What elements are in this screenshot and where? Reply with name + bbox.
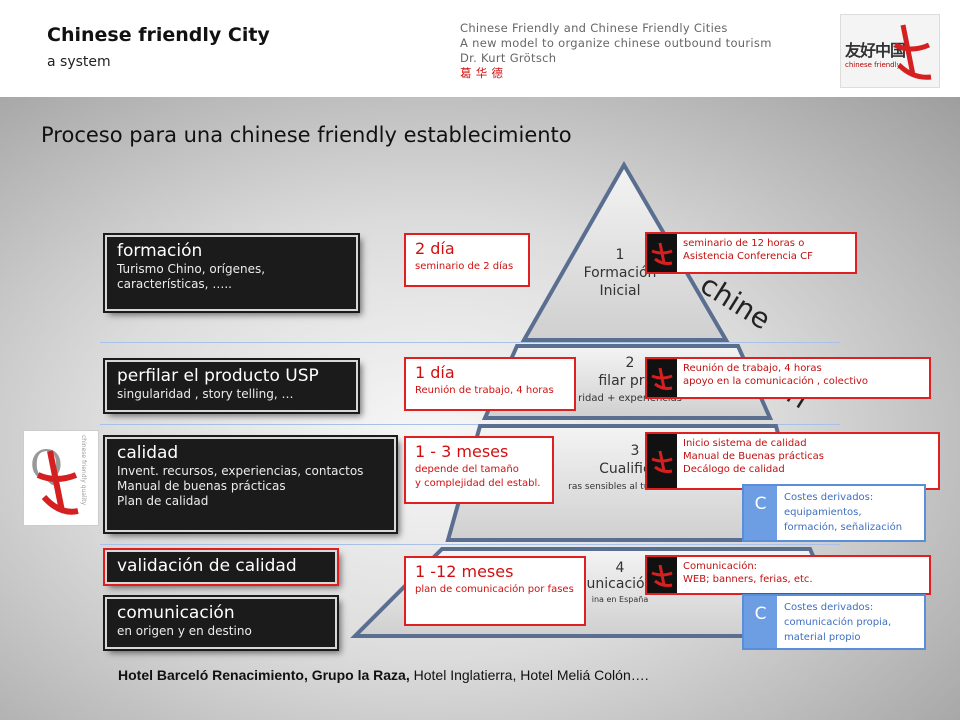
detail-text: Reunión de trabajo, 4 horas apoyo en la … [683, 362, 868, 388]
cost-letter-block: C [744, 596, 777, 648]
stage-desc: Turismo Chino, orígenes, características… [117, 262, 266, 291]
pyramid-text: unicación [586, 576, 654, 592]
stage-desc-line: Invent. recursos, experiencias, contacto… [117, 464, 364, 478]
detail-line: Reunión de trabajo, 4 horas [683, 363, 822, 374]
pyramid-text: ina en España [591, 595, 649, 604]
cost-line: comunicación propia, [784, 617, 892, 628]
chinese-friendly-icon [647, 234, 677, 272]
chinese-friendly-icon [647, 434, 677, 488]
quality-logo: Q chinese friendly quality [23, 430, 99, 526]
cost-line: Costes derivados: [784, 492, 874, 503]
pyramid-number: 3 [630, 443, 640, 459]
cost-box: C Costes derivados: equipamientos, forma… [742, 484, 926, 542]
stage-title: calidad [117, 443, 179, 463]
detail-text: seminario de 12 horas o Asistencia Confe… [683, 237, 813, 263]
cost-line: Costes derivados: [784, 602, 874, 613]
detail-line: Decálogo de calidad [683, 464, 785, 475]
pyramid-label-1: 1 Formación Inicial [560, 246, 680, 300]
detail-line: seminario de 12 horas o [683, 238, 805, 249]
detail-calidad: Inicio sistema de calidad Manual de Buen… [645, 432, 940, 490]
duration-value: 1 - 3 meses [415, 442, 509, 461]
stage-desc: en origen y en destino [117, 624, 252, 638]
duration-value: 2 día [415, 239, 455, 258]
detail-line: apoyo en la comunicación , colectivo [683, 376, 869, 387]
stage-comunicacion: comunicación en origen y en destino [105, 597, 337, 649]
pyramid-number: 4 [615, 560, 625, 576]
detail-line: WEB; banners, ferias, etc. [683, 574, 813, 585]
pyramid-text: Formación [583, 265, 657, 281]
duration-comunicacion: 1 -12 meses plan de comunicación por fas… [404, 556, 586, 626]
cost-letter: C [754, 604, 767, 624]
stage-desc-line: Manual de buenas prácticas [117, 479, 286, 493]
cost-letter: C [754, 494, 767, 514]
page-title: Proceso para una chinese friendly establ… [41, 123, 572, 147]
hotels-bold: Hotel Barceló Renacimiento, Grupo la Raz… [118, 667, 410, 683]
detail-formacion: seminario de 12 horas o Asistencia Confe… [645, 232, 857, 274]
divider [100, 544, 840, 545]
stage-desc-line: Plan de calidad [117, 494, 209, 508]
header-line: Chinese Friendly and Chinese Friendly Ci… [460, 21, 728, 35]
quality-mark-icon [36, 450, 79, 515]
header-chinese-name: 葛 华 德 [460, 66, 504, 80]
stage-calidad: calidad Invent. recursos, experiencias, … [105, 437, 396, 532]
cost-letter-block: C [744, 486, 777, 540]
hotels-line: Hotel Barceló Renacimiento, Grupo la Raz… [118, 667, 649, 683]
detail-text: Comunicación: WEB; banners, ferias, etc. [683, 560, 813, 586]
stage-validacion: validación de calidad [105, 550, 337, 584]
logo-mark-icon [893, 24, 932, 80]
divider [100, 424, 840, 425]
detail-line: Inicio sistema de calidad [683, 438, 807, 449]
logo-text: 友好中国 [845, 41, 906, 60]
detail-line: Comunicación: [683, 561, 758, 572]
divider [100, 342, 840, 343]
cost-box: C Costes derivados: comunicación propia,… [742, 594, 926, 650]
pyramid-text: Inicial [599, 283, 641, 299]
stage-title: comunicación [117, 603, 235, 623]
chinese-friendly-icon [647, 557, 677, 593]
detail-text: Inicio sistema de calidad Manual de Buen… [683, 437, 824, 476]
stage-title: formación [117, 241, 203, 261]
duration-note: seminario de 2 días [415, 261, 514, 272]
stage-formacion: formación Turismo Chino, orígenes, carac… [105, 235, 358, 311]
brand-logo: 友好中国 chinese friendly [840, 14, 940, 88]
duration-value: 1 -12 meses [415, 562, 514, 581]
duration-note-line: y complejidad del establ. [415, 478, 541, 489]
stage-title: perfilar el producto USP [117, 366, 319, 386]
logo-small-text: chinese friendly [845, 61, 901, 69]
pyramid-text: ridad + experiencias [578, 393, 682, 404]
detail-line: Asistencia Conferencia CF [683, 251, 813, 262]
cost-line: material propio [784, 632, 861, 643]
duration-note-line: depende del tamaño [415, 464, 519, 475]
duration-formacion: 2 día seminario de 2 días [404, 233, 530, 287]
duration-note: Reunión de trabajo, 4 horas [415, 385, 554, 396]
duration-perfilar: 1 día Reunión de trabajo, 4 horas [404, 357, 576, 411]
header-subtitle: a system [47, 54, 111, 70]
pyramid-number: 2 [625, 355, 635, 371]
pyramid-number: 1 [615, 247, 625, 263]
detail-line: Manual de Buenas prácticas [683, 451, 825, 462]
stage-title: validación de calidad [117, 556, 297, 576]
pyramid-text: ras sensibles al turismo chino [568, 482, 702, 492]
cost-line: equipamientos, [784, 507, 862, 518]
pyramid-label-4: 4 unicación ina en España [560, 560, 680, 608]
header-line: A new model to organize chinese outbound… [460, 36, 772, 50]
header-line: Dr. Kurt Grötsch [460, 51, 557, 65]
header-info: Chinese Friendly and Chinese Friendly Ci… [460, 21, 772, 81]
quality-logo-vertical: chinese friendly quality [80, 435, 87, 506]
detail-comunicacion: Comunicación: WEB; banners, ferias, etc. [645, 555, 931, 595]
stage-desc: singularidad , story telling, … [117, 387, 294, 401]
duration-calidad: 1 - 3 meses depende del tamaño y complej… [404, 436, 554, 504]
duration-value: 1 día [415, 363, 455, 382]
chinese-friendly-icon [647, 359, 677, 397]
cost-text: Costes derivados: comunicación propia, m… [784, 600, 891, 645]
cost-text: Costes derivados: equipamientos, formaci… [784, 490, 902, 535]
duration-note: plan de comunicación por fases [415, 584, 574, 595]
detail-perfilar: Reunión de trabajo, 4 horas apoyo en la … [645, 357, 931, 399]
stage-perfilar: perfilar el producto USP singularidad , … [105, 360, 358, 412]
header-title: Chinese friendly City [47, 24, 270, 46]
cost-line: formación, señalización [784, 522, 903, 533]
header: Chinese friendly City a system Chinese F… [0, 0, 960, 97]
hotels-rest: Hotel Inglatierra, Hotel Meliá Colón…. [409, 667, 649, 683]
